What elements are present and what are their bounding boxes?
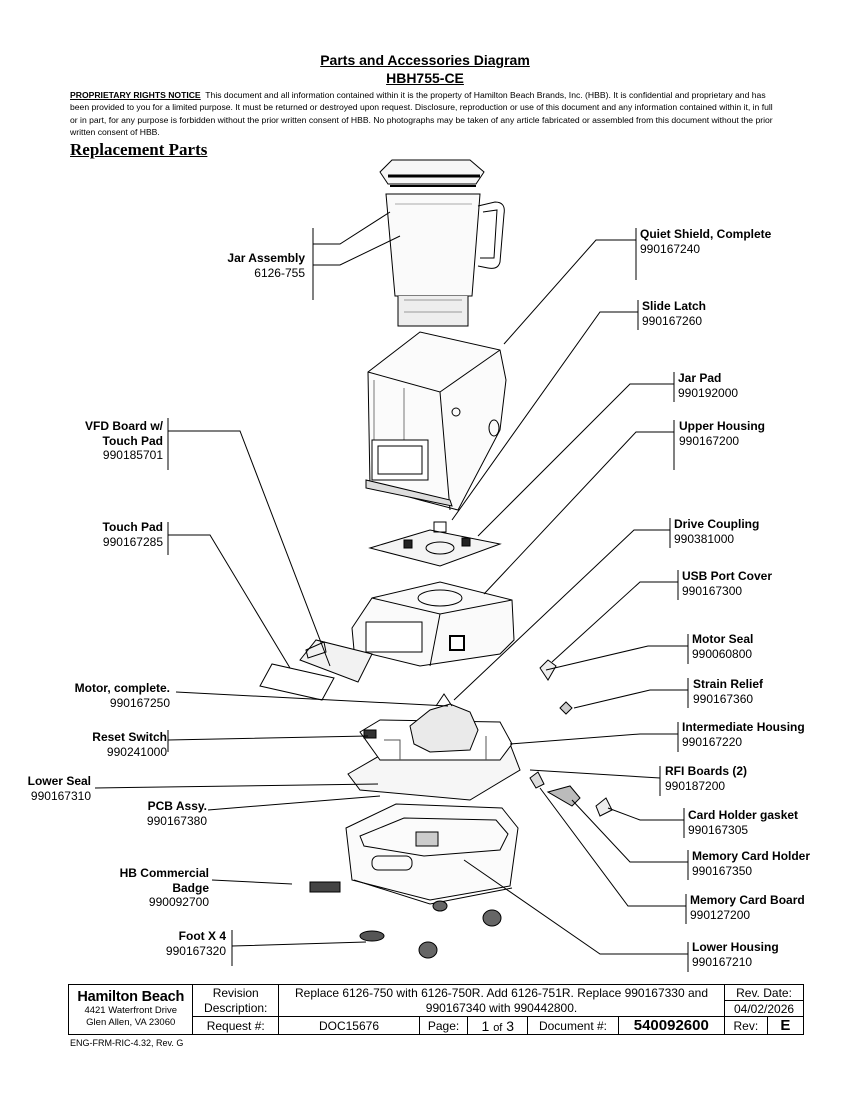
badge-drawing [309,881,341,893]
notice-text: This document and all information contai… [70,90,773,137]
company-address-1: 4421 Waterfront Drive [84,1005,178,1016]
rev-label: Rev: [724,1016,768,1035]
description-label: Description: [192,1000,279,1017]
jar-lid-drawing [379,159,485,187]
form-number: ENG-FRM-RIC-4.32, Rev. G [70,1038,184,1048]
quiet-shield-drawing [365,331,507,511]
section-heading: Replacement Parts [70,140,208,159]
revision-label: Revision [192,984,279,1001]
rev-date-value: 04/02/2026 [724,1000,804,1017]
notice-label: PROPRIETARY RIGHTS NOTICE [70,90,201,100]
revision-description: Replace 6126-750 with 6126-750R. Add 612… [277,984,726,1017]
lower-housing-drawing [345,803,519,905]
touch-pad-drawing [259,639,373,701]
rev-date-label: Rev. Date: [724,984,804,1001]
page-value: 1 of 3 [467,1016,529,1035]
label-motor: Motor, complete.990167250 [74,681,170,710]
rev-value: E [766,1016,805,1035]
motor-assembly-drawing [347,693,521,801]
title-block: Hamilton Beach 4421 Waterfront Drive Gle… [67,984,805,1035]
company-cell: Hamilton Beach 4421 Waterfront Drive Gle… [67,984,194,1035]
request-label: Request #: [192,1016,279,1035]
jar-drawing [385,193,505,327]
upper-housing-drawing [351,581,515,667]
document-label: Document #: [527,1016,619,1035]
leader-lines [94,211,689,972]
company-logo: Hamilton Beach [77,989,185,1005]
label-pcb: PCB Assy.990167380 [146,799,207,828]
company-address-2: Glen Allen, VA 23060 [86,1017,176,1028]
document-value: 540092600 [617,1016,726,1035]
jar-pad-drawing [368,521,502,567]
label-rfi-boards: RFI Boards (2)990187200 [665,764,748,793]
proprietary-notice: PROPRIETARY RIGHTS NOTICE This document … [70,89,782,138]
page-title: Parts and Accessories Diagram [320,52,530,68]
request-value: DOC15676 [277,1016,421,1035]
small-parts-drawing [529,659,613,817]
model-number: HBH755-CE [386,70,464,86]
feet-drawing [359,900,502,959]
page-label: Page: [418,1016,469,1035]
